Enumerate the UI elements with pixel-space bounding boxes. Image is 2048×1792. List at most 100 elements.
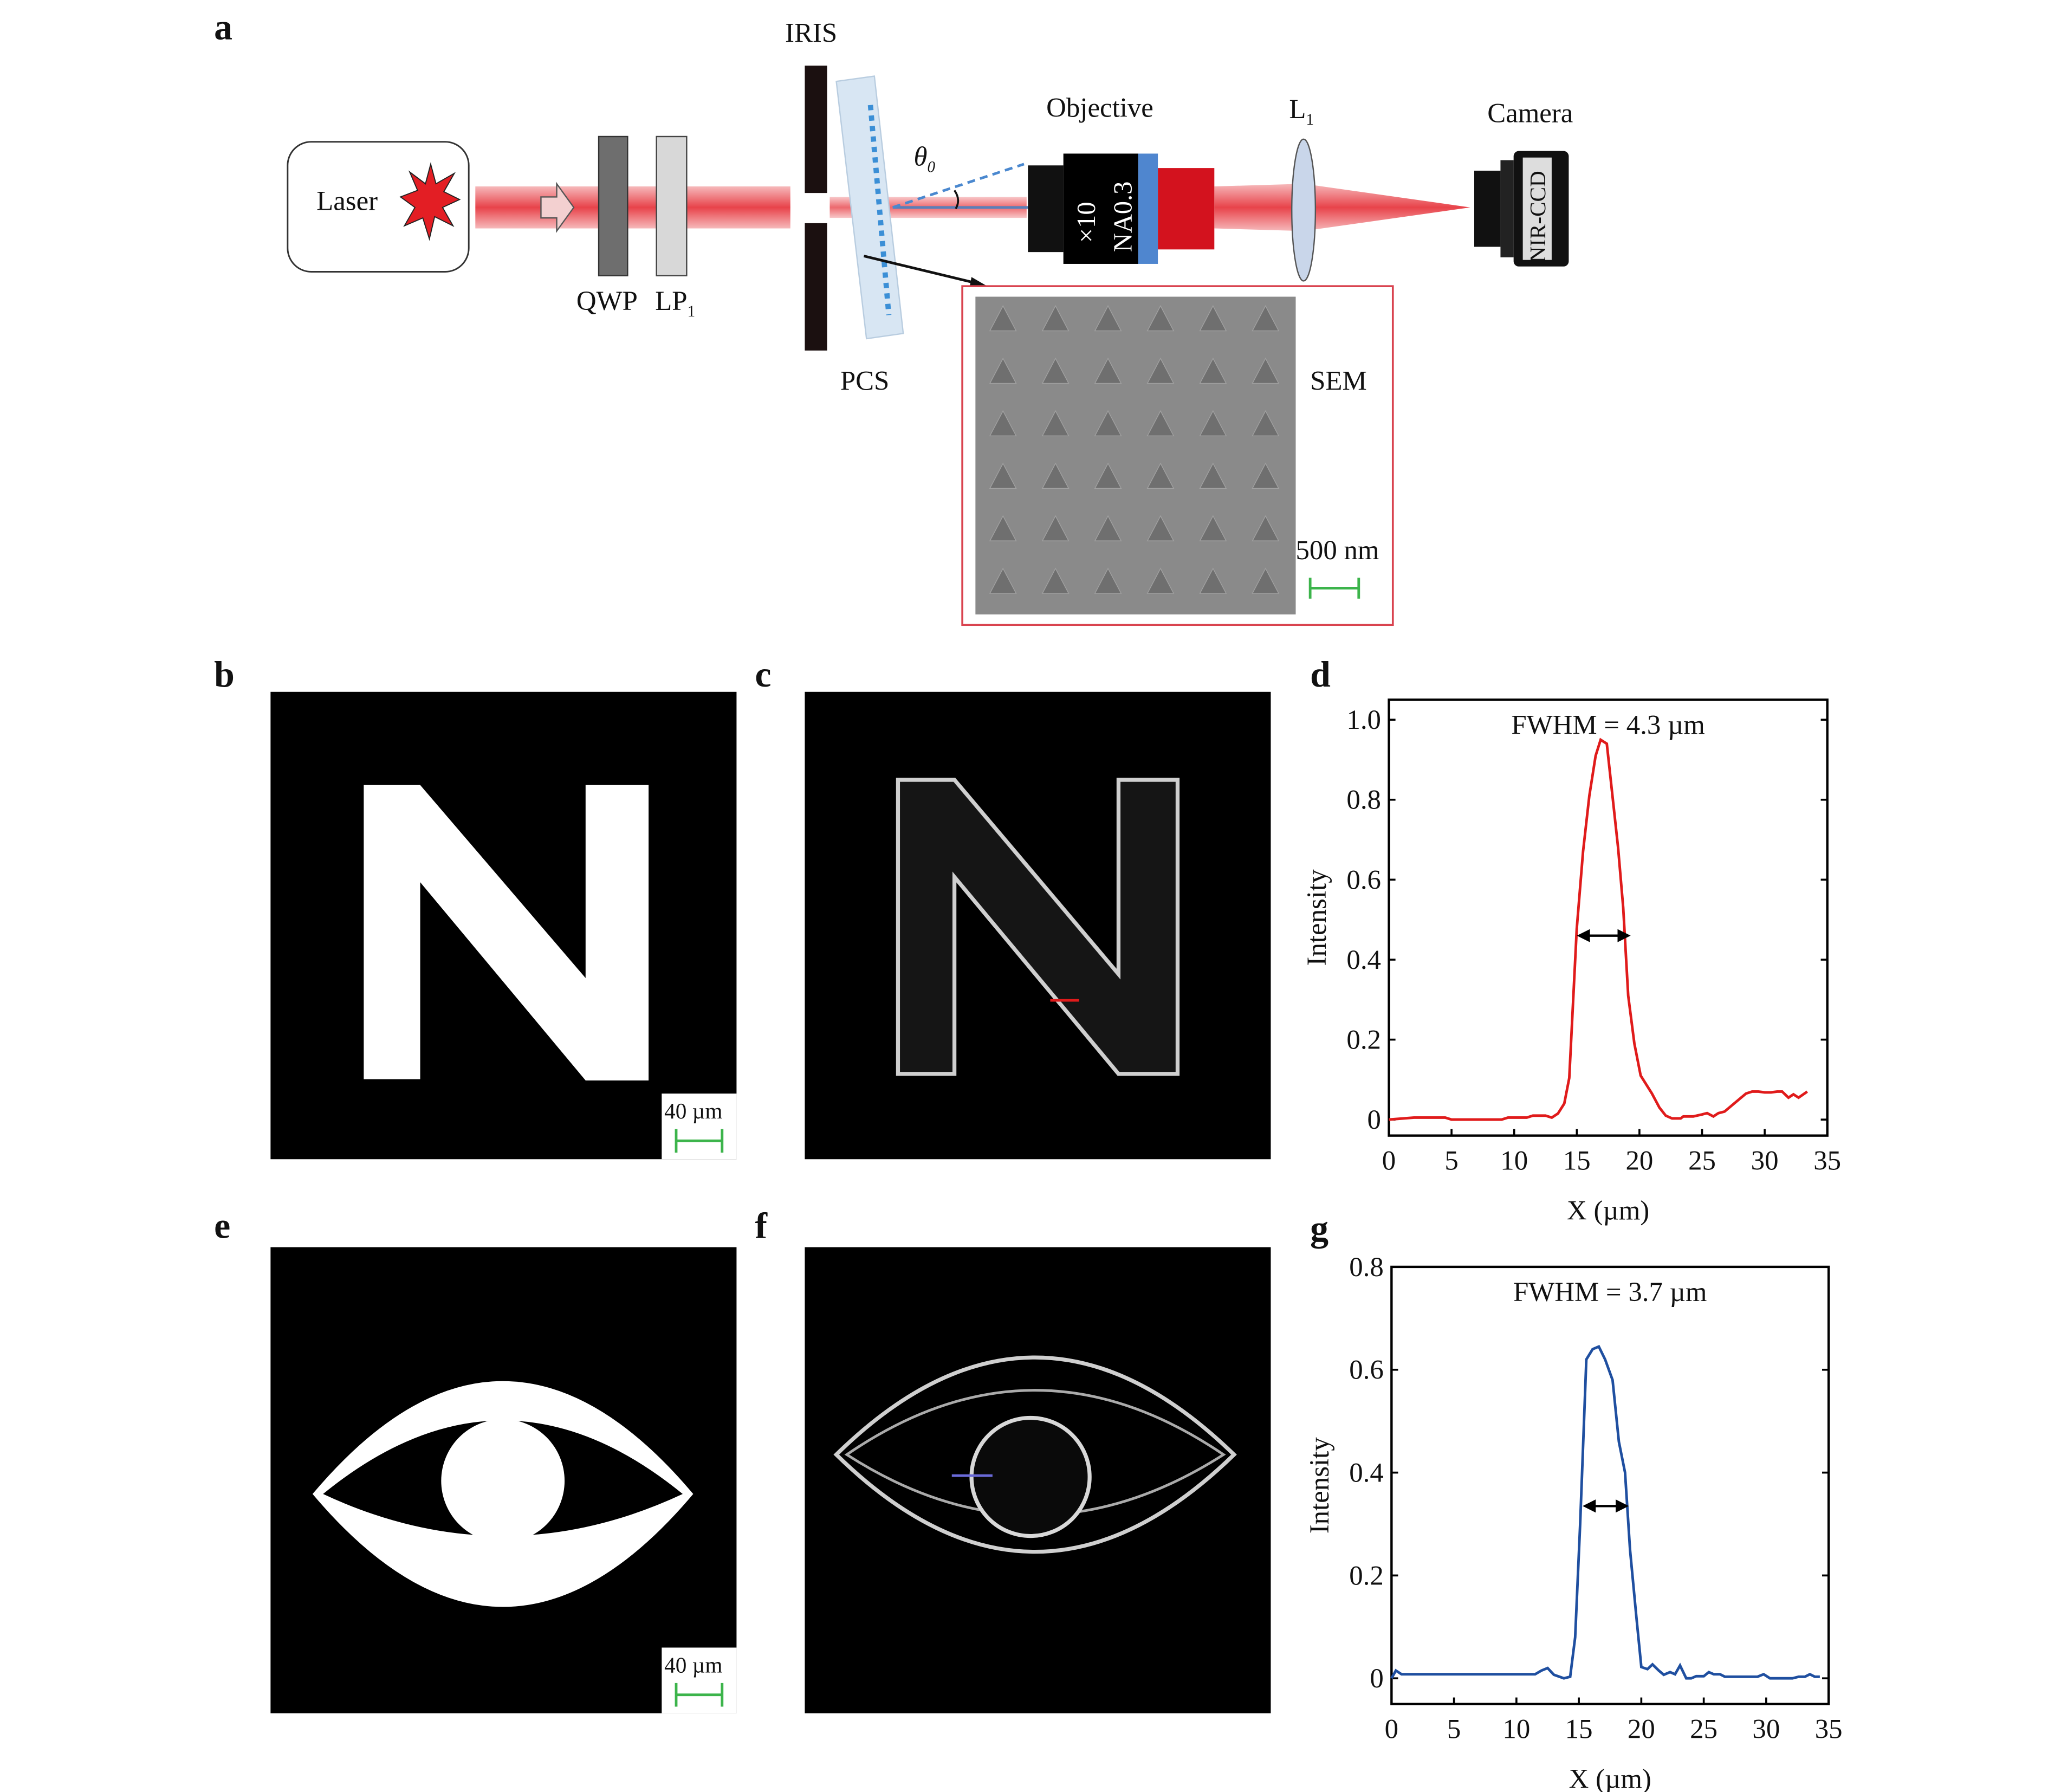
objective-red-mount (1158, 168, 1215, 250)
lens-l1 (1291, 138, 1317, 282)
fwhm-arrowhead-right (1617, 929, 1631, 942)
laser-label: Laser (316, 186, 378, 217)
sem-triangle (1041, 567, 1070, 594)
sem-triangle (989, 567, 1017, 594)
iris-top (805, 66, 827, 193)
plot-frame (1390, 1265, 1830, 1705)
sem-triangle (1041, 357, 1070, 384)
panel-label-g: g (1310, 1208, 1328, 1248)
letter-n-target (364, 785, 649, 1081)
scale-label-b: 40 µm (664, 1098, 722, 1123)
sem-triangle (1252, 462, 1280, 489)
y-tick-label: 0 (1368, 1105, 1381, 1135)
scale-bar-b (675, 1129, 724, 1153)
fwhm-annotation: FWHM = 3.7 µm (1513, 1277, 1707, 1308)
theta-label: θ0 (913, 141, 935, 176)
sem-triangle (1041, 515, 1070, 541)
sem-triangle (1199, 357, 1227, 384)
laser-star-icon (399, 162, 461, 241)
sem-scale-label: 500 nm (1296, 535, 1379, 566)
fwhm-arrowhead-left (1583, 1499, 1596, 1513)
scale-box-b (662, 1094, 737, 1160)
objective-na: NA0.3 (1109, 182, 1138, 253)
y-tick-label: 0.8 (1346, 785, 1381, 816)
sem-triangle (1252, 357, 1280, 384)
panel-label-b: b (214, 654, 235, 695)
laser-beam (475, 186, 790, 229)
sem-triangle (1146, 515, 1175, 541)
sem-triangle (1252, 305, 1280, 332)
camera-label: Camera (1487, 98, 1573, 128)
sem-triangle (1041, 462, 1070, 489)
x-tick-label: 35 (1815, 1715, 1843, 1745)
x-tick-label: 25 (1688, 1146, 1716, 1176)
sem-triangle (1252, 515, 1280, 541)
x-tick-label: 5 (1444, 1146, 1458, 1176)
y-tick-label: 0.4 (1349, 1458, 1384, 1489)
intensity-series-line (1390, 1344, 1820, 1680)
sem-triangle (1146, 462, 1175, 489)
fwhm-arrowhead-right (1616, 1499, 1629, 1513)
sem-image (975, 296, 1296, 614)
y-tick-label: 0.2 (1346, 1025, 1381, 1056)
sem-triangle (1199, 515, 1227, 541)
y-axis-label: Intensity (1305, 1437, 1335, 1534)
letter-n-edge-image (896, 778, 1180, 1076)
x-axis-label: X (µm) (1567, 1196, 1649, 1226)
eye-outer-edge (833, 1355, 1237, 1554)
sem-triangle (1041, 305, 1070, 332)
sem-triangle (1041, 410, 1070, 437)
x-tick-label: 30 (1752, 1715, 1780, 1745)
objective-magnification: ×10 (1072, 202, 1101, 243)
lp1-polarizer (656, 135, 688, 276)
y-axis-label: Intensity (1302, 869, 1332, 966)
focused-beam (1214, 184, 1470, 231)
sem-triangle (1199, 462, 1227, 489)
sem-triangles (989, 305, 1280, 594)
camera-ring (1500, 160, 1514, 257)
objective-label: Objective (1046, 93, 1153, 124)
y-tick-label: 0.6 (1346, 865, 1381, 895)
scale-box-e (662, 1647, 737, 1713)
lp1-label: LP1 (655, 286, 695, 320)
qwp-label: QWP (576, 286, 638, 316)
pcs-label: PCS (840, 366, 890, 397)
sem-triangle (1252, 410, 1280, 437)
sem-triangle (1094, 410, 1122, 437)
y-tick-label: 0.4 (1346, 945, 1381, 975)
panel-label-d: d (1310, 654, 1331, 695)
tilted-axis (892, 163, 1025, 209)
x-tick-label: 0 (1382, 1146, 1396, 1176)
x-tick-label: 5 (1447, 1715, 1461, 1745)
x-tick-label: 0 (1385, 1715, 1398, 1745)
camera-front (1474, 170, 1501, 247)
objective-front (1028, 165, 1064, 253)
ccd-label: NIR-CCD (1525, 171, 1550, 262)
qwp-plate (598, 135, 628, 276)
panel-label-e: e (214, 1206, 230, 1246)
sem-triangle (1094, 462, 1122, 489)
optical-setup: Laser QWP LP1 IRIS PCS θ0 ×10 NA0.3 Obje… (287, 18, 1573, 626)
x-tick-label: 10 (1500, 1146, 1528, 1176)
x-tick-label: 20 (1628, 1715, 1655, 1745)
y-tick-label: 0.6 (1349, 1355, 1384, 1386)
sem-triangle (1094, 515, 1122, 541)
x-axis-label: X (µm) (1569, 1764, 1651, 1792)
iris-label: IRIS (785, 18, 837, 49)
fwhm-annotation: FWHM = 4.3 µm (1511, 710, 1705, 740)
sem-triangle (1252, 567, 1280, 594)
x-tick-label: 15 (1563, 1146, 1591, 1176)
sem-triangle (989, 515, 1017, 541)
sem-scale-bar (1308, 577, 1360, 599)
beam-arrow-icon (540, 182, 575, 234)
sem-triangle (989, 305, 1017, 332)
eye-pupil-target (441, 1419, 565, 1543)
objective-blue-band (1138, 153, 1158, 264)
laser-box (287, 141, 470, 273)
l1-label: L1 (1289, 94, 1314, 128)
y-tick-label: 0.8 (1349, 1252, 1384, 1283)
y-tick-label: 0.2 (1349, 1561, 1384, 1591)
